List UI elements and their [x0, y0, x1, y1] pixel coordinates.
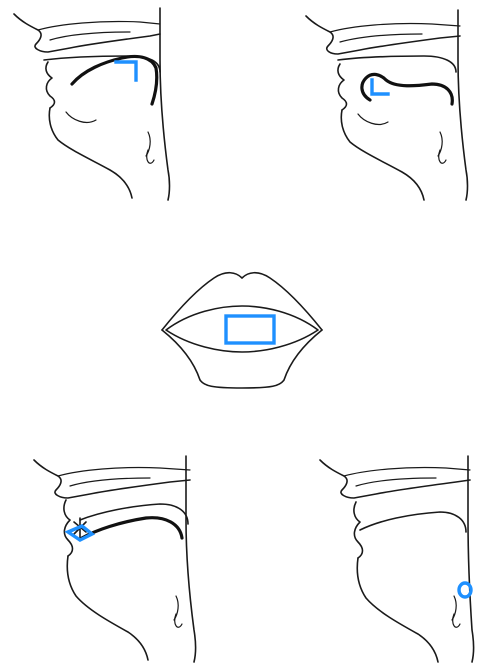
articulation-marker-bracket [372, 80, 388, 94]
head-outline [320, 456, 474, 662]
head-outline [34, 456, 196, 662]
lower-lip-outline [162, 330, 322, 388]
sagittal-diagram-bottom-left [34, 456, 196, 662]
articulation-marker-bracket [116, 62, 136, 80]
mouth-opening [166, 306, 318, 352]
frontal-lips-diagram [162, 273, 322, 388]
sagittal-diagram-top-left [14, 8, 170, 200]
tongue-contour [362, 74, 452, 104]
articulation-marker-rectangle [226, 316, 274, 343]
sagittal-diagram-bottom-right [320, 456, 474, 662]
tongue-contour [82, 518, 182, 538]
head-outline [306, 10, 468, 200]
sagittal-diagram-top-right [306, 10, 468, 200]
head-outline [14, 8, 170, 200]
upper-lip-outline [162, 273, 322, 330]
